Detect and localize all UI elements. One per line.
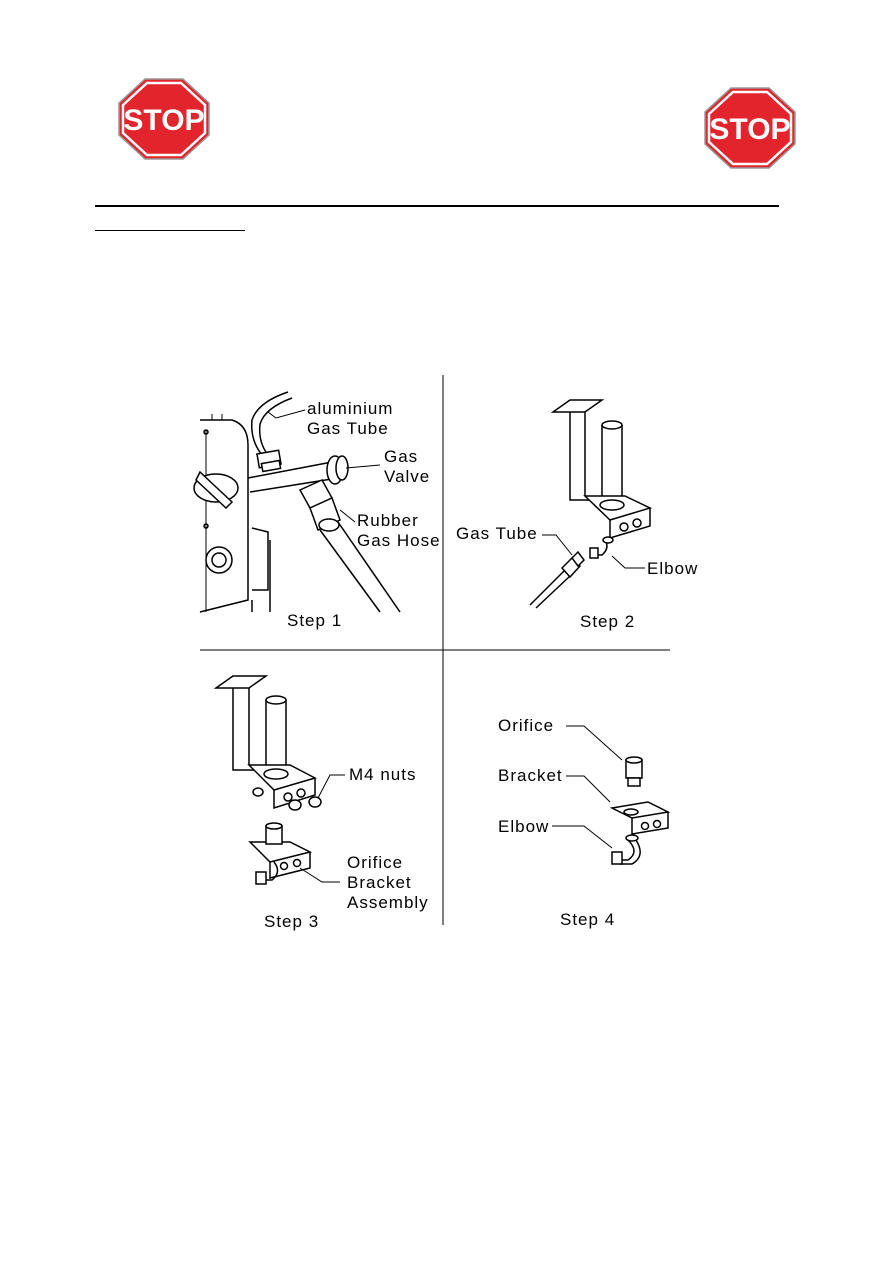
stop-sign-text: STOP [123, 104, 204, 137]
step-3-label: Step 3 [264, 912, 320, 931]
step-2-label: Step 2 [580, 612, 636, 631]
callout-elbow-2: Elbow [647, 559, 699, 578]
callout-bracket-3: Bracket [347, 873, 412, 892]
step3-drawing [213, 675, 345, 885]
callout-gas-hose: Gas Hose [357, 531, 441, 550]
step2-drawing [529, 399, 653, 609]
step1-drawing [193, 391, 401, 613]
header-rule [95, 205, 779, 207]
callout-gas: Gas [384, 447, 419, 466]
callout-orifice-4: Orifice [498, 716, 555, 735]
callout-rubber: Rubber [357, 511, 419, 530]
step-1-label: Step 1 [287, 611, 343, 630]
callout-gas-tube: Gas Tube [307, 419, 389, 438]
stop-sign-text: STOP [709, 113, 790, 146]
callout-bracket-4: Bracket [498, 766, 563, 785]
step4-drawing [552, 725, 671, 865]
callout-assembly-3: Assembly [347, 893, 429, 912]
callout-m4-nuts: M4 nuts [349, 765, 417, 784]
callout-orifice-3: Orifice [347, 853, 404, 872]
underline-rule [95, 230, 245, 231]
step-4-label: Step 4 [560, 910, 616, 929]
callout-aluminium: aluminium [307, 399, 394, 418]
callout-valve: Valve [384, 467, 431, 486]
stop-sign-left: STOP [118, 78, 210, 160]
stop-sign-right: STOP [704, 87, 796, 169]
callout-gas-tube-2: Gas Tube [456, 524, 538, 543]
callout-elbow-4: Elbow [498, 817, 550, 836]
